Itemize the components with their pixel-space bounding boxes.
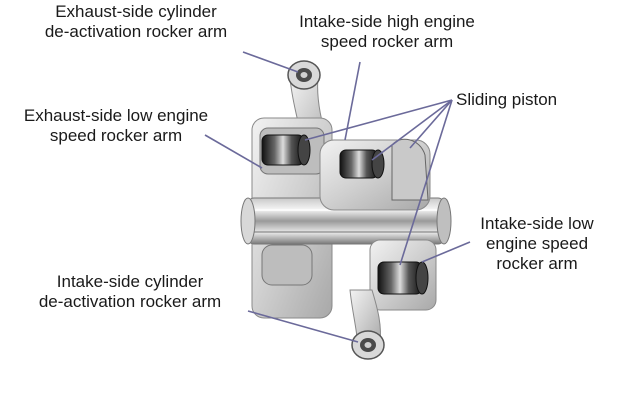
label-line: speed rocker arm (49, 126, 183, 145)
label-exhaust-deactivation: Exhaust-side cylinder de-activation rock… (16, 2, 256, 42)
label-line: Intake-side high engine (299, 12, 475, 31)
label-exhaust-low: Exhaust-side low engine speed rocker arm (0, 106, 232, 146)
label-intake-low: Intake-side low engine speed rocker arm (462, 214, 612, 274)
roller-intake-low (377, 261, 429, 295)
label-intake-deactivation: Intake-side cylinder de-activation rocke… (10, 272, 250, 312)
leader-sliding-piston-2 (371, 99, 453, 161)
label-sliding-piston: Sliding piston (456, 90, 557, 110)
leader-intake-deactivation (247, 310, 359, 343)
label-line: rocker arm (496, 254, 578, 273)
label-line: de-activation rocker arm (38, 292, 222, 311)
label-line: Exhaust-side low engine (23, 106, 209, 125)
leader-sliding-piston-1 (304, 99, 453, 141)
label-intake-high: Intake-side high engine speed rocker arm (272, 12, 502, 52)
label-line: Exhaust-side cylinder (55, 2, 217, 21)
intake-deactivation-arm-shape (349, 289, 385, 360)
label-line: de-activation rocker arm (44, 22, 228, 41)
label-line: Intake-side cylinder (56, 272, 204, 291)
label-line: Sliding piston (456, 90, 558, 109)
label-line: speed rocker arm (320, 32, 454, 51)
leader-sliding-piston-4 (399, 99, 453, 266)
leader-lines (204, 51, 471, 343)
leader-sliding-piston-3 (409, 99, 453, 149)
roller-intake-high (339, 149, 385, 179)
label-line: Intake-side low (480, 214, 594, 233)
leader-intake-high (344, 61, 361, 141)
roller-exhaust-low (261, 134, 311, 166)
leader-exhaust-low (204, 134, 263, 169)
leader-exhaust-deactivation (242, 51, 299, 73)
leader-intake-low (421, 241, 471, 263)
label-line: engine speed (485, 234, 589, 253)
